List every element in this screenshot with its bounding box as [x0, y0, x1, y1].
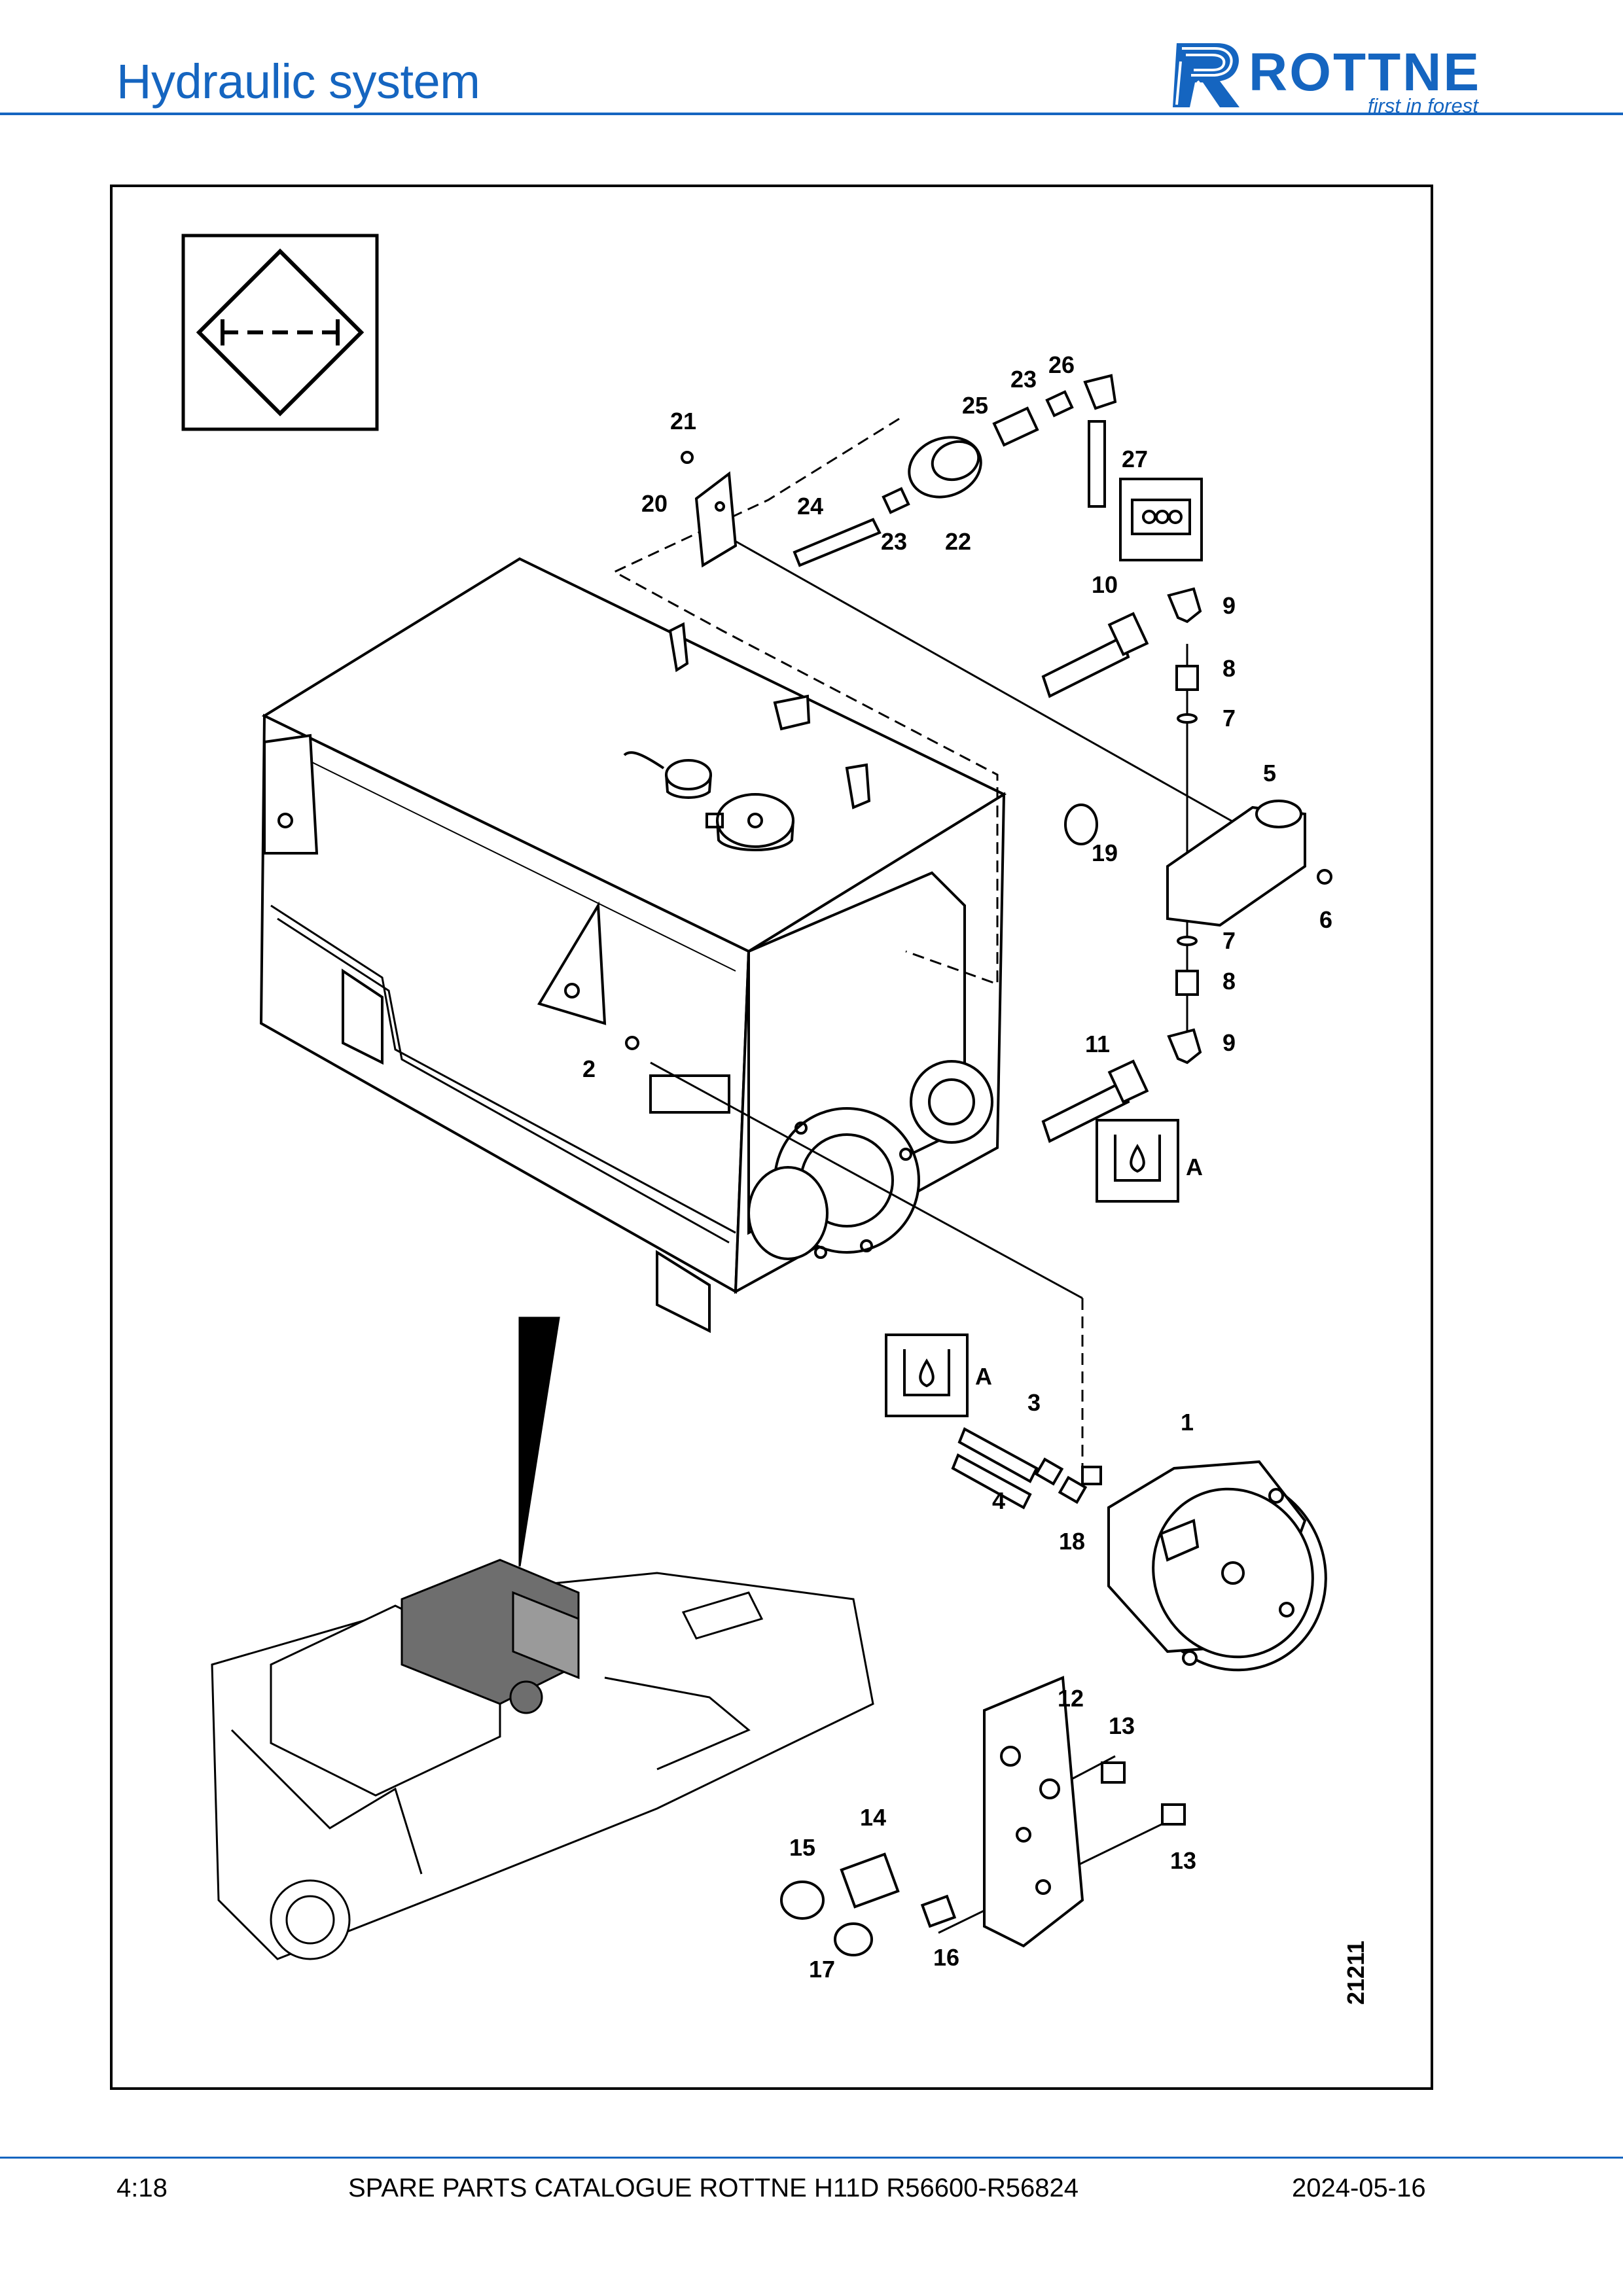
- rottne-logo: ROTTNE first in forest: [1171, 39, 1512, 117]
- callout-3: 3: [1027, 1389, 1041, 1416]
- valve-block: [780, 1676, 1186, 1956]
- callout-10: 10: [1092, 571, 1118, 598]
- page-title: Hydraulic system: [116, 54, 480, 109]
- callout-21: 21: [670, 408, 696, 434]
- callout-25: 25: [962, 392, 988, 419]
- callout-4: 4: [992, 1487, 1005, 1514]
- machine-overview: [211, 1316, 874, 1960]
- callout-9b: 9: [1222, 1029, 1236, 1056]
- callout-27: 27: [1122, 446, 1148, 472]
- callout-15: 15: [789, 1834, 815, 1861]
- callout-9: 9: [1222, 592, 1236, 619]
- callout-labels: 1 2 3 4 5 6 7 7 8 8 9 9 10 11 12 13 13 1…: [582, 351, 1369, 2005]
- callout-13b: 13: [1170, 1847, 1196, 1874]
- footer-rule: [0, 2157, 1623, 2159]
- transmission-symbol-icon: [181, 234, 379, 431]
- callout-22: 22: [945, 528, 971, 555]
- publication-date: 2024-05-16: [1292, 2174, 1426, 2202]
- fittings: [625, 374, 1332, 1143]
- callout-20: 20: [641, 490, 668, 517]
- catalogue-title: SPARE PARTS CATALOGUE ROTTNE H11D R56600…: [348, 2174, 1079, 2202]
- callout-17: 17: [809, 1956, 835, 1983]
- callout-5: 5: [1263, 760, 1276, 786]
- callout-2: 2: [582, 1055, 596, 1082]
- callout-1: 1: [1181, 1409, 1194, 1436]
- rottne-r-emblem-icon: [1173, 43, 1240, 107]
- callout-24: 24: [797, 493, 823, 520]
- parts-diagram: 1 2 3 4 5 6 7 7 8 8 9 9 10 11 12 13 13 1…: [110, 185, 1433, 2090]
- callout-26: 26: [1048, 351, 1075, 378]
- callout-23: 23: [881, 528, 907, 555]
- pump-motor: [951, 1427, 1327, 1672]
- callout-7b: 7: [1222, 927, 1236, 954]
- callout-19: 19: [1092, 839, 1118, 866]
- page-number: 4:18: [116, 2174, 168, 2202]
- callout-16: 16: [933, 1944, 959, 1971]
- drawing-number: 21211: [1342, 1941, 1369, 2005]
- oil-container-symbol-icon: [885, 1119, 1179, 1417]
- callout-8b: 8: [1222, 968, 1236, 995]
- hydraulic-tank: [259, 557, 1007, 1333]
- detail-label-a-2: A: [975, 1363, 992, 1390]
- callout-7: 7: [1222, 705, 1236, 732]
- callout-18: 18: [1059, 1528, 1085, 1555]
- callout-14: 14: [860, 1804, 886, 1831]
- callout-8: 8: [1222, 655, 1236, 682]
- callout-12: 12: [1058, 1685, 1084, 1712]
- callout-6: 6: [1319, 906, 1332, 933]
- callout-11: 11: [1085, 1031, 1110, 1057]
- brand-name: ROTTNE: [1249, 43, 1482, 102]
- callout-23b: 23: [1010, 366, 1037, 393]
- assembly-lines: [612, 417, 1266, 1934]
- detail-label-a: A: [1186, 1154, 1203, 1180]
- callout-13: 13: [1109, 1712, 1135, 1739]
- header-rule: [0, 113, 1623, 115]
